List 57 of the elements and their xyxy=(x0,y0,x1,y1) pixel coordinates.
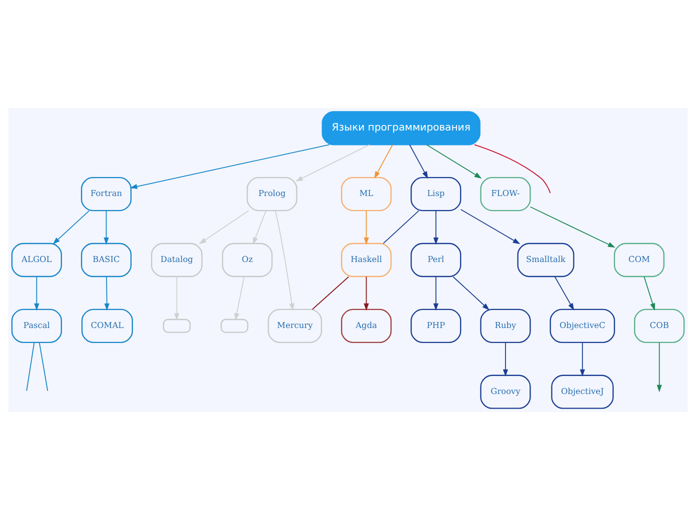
arrow xyxy=(644,276,656,311)
arrow xyxy=(460,209,520,244)
arrow xyxy=(234,276,245,321)
node-box: Pascal xyxy=(11,308,62,343)
arrow xyxy=(104,210,109,245)
arrow xyxy=(530,206,616,248)
arrow xyxy=(554,276,574,311)
arrow xyxy=(374,144,393,179)
connector xyxy=(474,144,551,194)
connector xyxy=(312,276,350,310)
node-box: PHP xyxy=(410,308,462,343)
arrow xyxy=(34,276,40,311)
arrow xyxy=(409,144,428,179)
node-box: ObjectiveJ xyxy=(551,374,614,409)
arrow xyxy=(199,210,250,244)
node-box: Datalog xyxy=(151,242,203,278)
arrow xyxy=(426,144,482,179)
node-box: ML xyxy=(341,177,392,212)
node-box: Perl xyxy=(410,242,462,278)
arrow xyxy=(433,210,438,245)
arrow xyxy=(452,276,490,310)
node-box: Agda xyxy=(341,308,392,343)
arrow xyxy=(52,210,90,244)
node-box: ObjectiveC xyxy=(550,308,616,343)
node-box: COB xyxy=(634,308,685,343)
arrow xyxy=(656,342,662,392)
node-box: Oz xyxy=(222,242,273,278)
node-box: Языки программирования xyxy=(322,111,480,146)
node-box: BASIC xyxy=(80,242,132,278)
arrow xyxy=(580,342,585,377)
node-box: Prolog xyxy=(246,177,298,212)
arrow xyxy=(502,342,508,377)
node-box: FLOW- xyxy=(480,177,531,212)
node-box: Lisp xyxy=(410,177,462,212)
node-box: Groovy xyxy=(480,374,531,409)
arrow xyxy=(104,276,110,311)
arrow xyxy=(275,210,294,311)
connector xyxy=(38,342,48,392)
connector xyxy=(26,342,35,392)
arrow xyxy=(364,276,369,311)
node-box: Smalltalk xyxy=(517,242,574,278)
node-box: Ruby xyxy=(480,308,531,343)
node-box: COM xyxy=(614,242,664,278)
arrow xyxy=(364,210,369,245)
arrow xyxy=(252,210,266,245)
connector xyxy=(382,210,420,244)
node-box: Mercury xyxy=(268,308,322,343)
node-box: COMAL xyxy=(81,308,133,343)
arrow xyxy=(296,144,370,182)
arrow xyxy=(174,276,180,321)
arrow xyxy=(130,144,330,189)
node-box: ALGOL xyxy=(11,242,62,278)
node-box: Haskell xyxy=(341,242,392,278)
node-box: Fortran xyxy=(80,177,132,212)
node-box xyxy=(162,318,191,333)
node-box xyxy=(220,318,248,333)
arrow xyxy=(433,276,438,311)
